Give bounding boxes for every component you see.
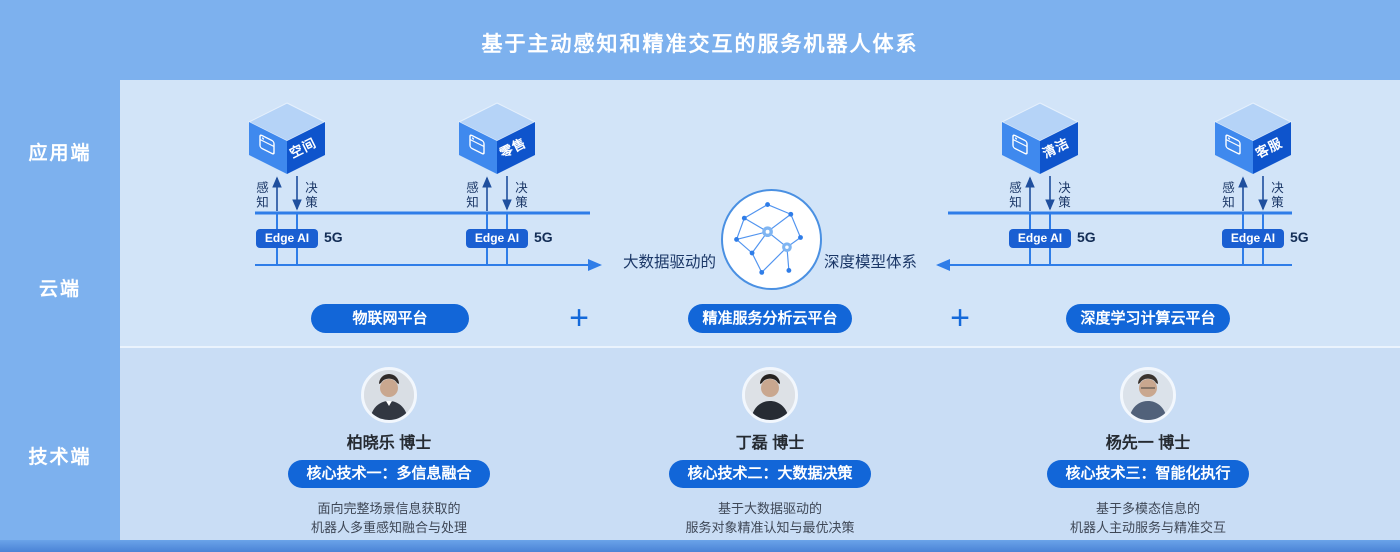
cube-cleaning-icon: 清洁 — [1000, 102, 1080, 174]
perception-label: 感知 — [464, 180, 478, 210]
cube-space: 空间 — [244, 100, 330, 178]
plus-sign: + — [569, 299, 589, 337]
expert-desc-line1: 基于大数据驱动的 — [717, 501, 822, 516]
edge-ai-badge: Edge AI — [1222, 229, 1284, 248]
network-5g-label: 5G — [534, 229, 553, 245]
network-5g-label: 5G — [1077, 229, 1096, 245]
cube-retail-icon: 零售 — [457, 102, 537, 174]
person-photo-icon — [745, 370, 795, 420]
plus-sign: + — [950, 299, 970, 337]
deep-model-circle — [721, 189, 822, 290]
cube-retail: 零售 — [454, 100, 540, 178]
decision-label: 决策 — [303, 180, 317, 210]
cube3-arrows — [1025, 176, 1055, 264]
cube-service-icon: 客服 — [1213, 102, 1293, 174]
perception-label: 感知 — [254, 180, 268, 210]
cube4-arrows — [1238, 176, 1268, 264]
cube1-arrows — [272, 176, 302, 264]
expert-desc-line2: 服务对象精准认知与最优决策 — [685, 520, 855, 535]
expert-avatar — [742, 367, 798, 423]
decision-label: 决策 — [1269, 180, 1283, 210]
perception-label: 感知 — [1220, 180, 1234, 210]
left-group-bus — [255, 211, 602, 271]
network-5g-label: 5G — [324, 229, 343, 245]
platform-pill-analysis: 精准服务分析云平台 — [688, 304, 852, 333]
person-photo-icon — [1123, 370, 1173, 420]
bottom-strip — [0, 540, 1400, 552]
perception-label: 感知 — [1007, 180, 1021, 210]
core-tech-badge: 核心技术三：智能化执行 — [1047, 460, 1249, 488]
page-title: 基于主动感知和精准交互的服务机器人体系 — [481, 33, 919, 56]
cube-face-glyph — [259, 134, 275, 155]
gear-node-icon — [762, 226, 792, 253]
sidebar-label-application: 应用端 — [28, 143, 92, 164]
platform-pill-iot: 物联网平台 — [311, 304, 469, 333]
model-text-left: 大数据驱动的 — [622, 254, 716, 271]
network-5g-label: 5G — [1290, 229, 1309, 245]
decision-label: 决策 — [1056, 180, 1070, 210]
expert-desc-line2: 机器人多重感知融合与处理 — [310, 520, 467, 535]
core-tech-badge: 核心技术一：多信息融合 — [288, 460, 490, 488]
person-photo-icon — [364, 370, 414, 420]
expert-desc-line2: 机器人主动服务与精准交互 — [1069, 520, 1226, 535]
model-text-right: 深度模型体系 — [824, 254, 918, 271]
panel-divider — [120, 346, 1400, 348]
sidebar-label-technology: 技术端 — [28, 447, 92, 468]
edge-ai-badge: Edge AI — [1009, 229, 1071, 248]
expert-name: 柏晓乐 博士 — [346, 435, 432, 452]
core-tech-badge: 核心技术二：大数据决策 — [669, 460, 871, 488]
platform-pill-deeplearning: 深度学习计算云平台 — [1066, 304, 1230, 333]
expert-name: 丁磊 博士 — [735, 435, 805, 452]
cube-face-glyph — [1225, 134, 1241, 155]
decision-label: 决策 — [513, 180, 527, 210]
edge-ai-badge: Edge AI — [466, 229, 528, 248]
edge-ai-badge: Edge AI — [256, 229, 318, 248]
cube-service: 客服 — [1210, 100, 1296, 178]
sidebar-label-cloud: 云端 — [38, 279, 81, 300]
expert-avatar — [361, 367, 417, 423]
cube-cleaning: 清洁 — [997, 100, 1083, 178]
network-graph-icon — [734, 202, 803, 275]
cube-face-glyph — [469, 134, 485, 155]
expert-desc-line1: 基于多模态信息的 — [1095, 501, 1200, 516]
expert-avatar — [1120, 367, 1176, 423]
expert-name: 杨先一 博士 — [1105, 435, 1191, 452]
expert-desc-line1: 面向完整场景信息获取的 — [317, 501, 461, 516]
cube2-arrows — [482, 176, 512, 264]
right-group-bus — [936, 211, 1292, 271]
cube-space-icon: 空间 — [247, 102, 327, 174]
cube-face-glyph — [1012, 134, 1028, 155]
